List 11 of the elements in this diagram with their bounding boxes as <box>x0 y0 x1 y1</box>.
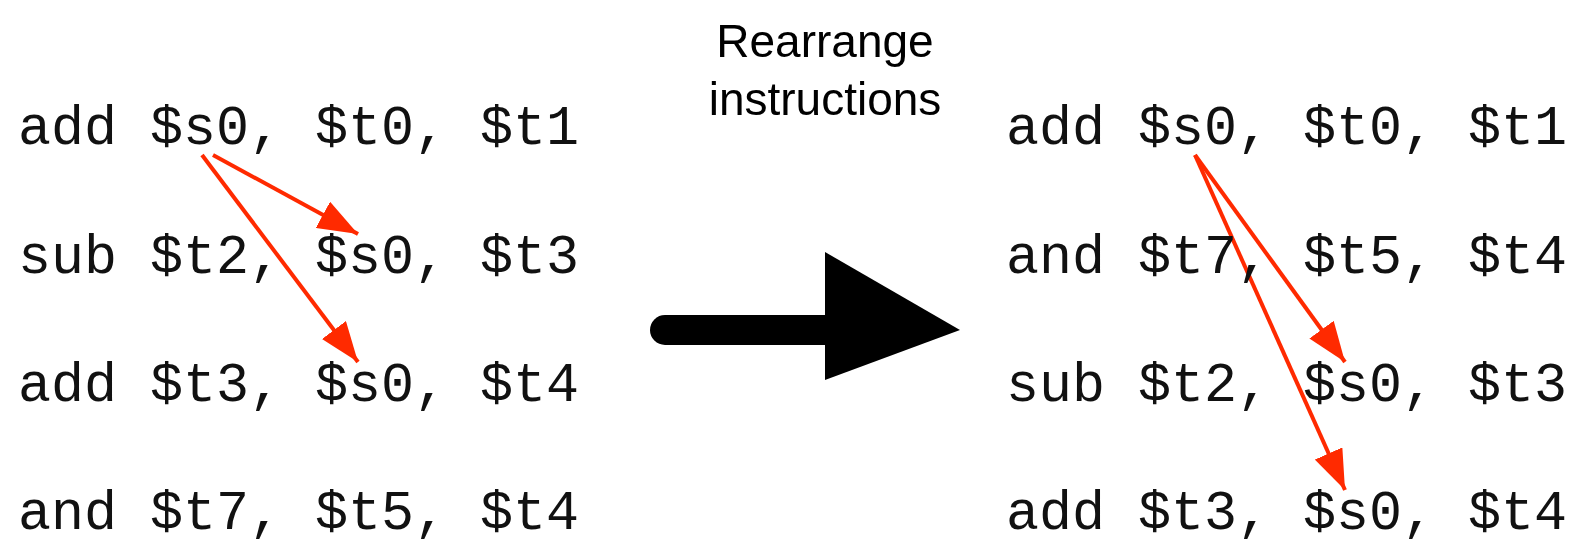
arrow <box>200 153 360 364</box>
instruction-text: add $s0, $t0, $t1 <box>1006 105 1568 155</box>
instruction-text: sub $t2, $s0, $t3 <box>1006 362 1568 412</box>
instruction-text: add $t3, $s0, $t4 <box>1006 490 1568 540</box>
arrow <box>212 153 359 236</box>
instruction-text: sub $t2, $s0, $t3 <box>18 234 580 284</box>
instruction-text: and $t7, $t5, $t4 <box>18 490 580 540</box>
arrow-caption: Rearrange instructions <box>707 14 943 127</box>
arrow <box>1193 154 1347 491</box>
instruction-text: add $s0, $t0, $t1 <box>18 105 580 155</box>
instruction-text: add $t3, $s0, $t4 <box>18 362 580 412</box>
